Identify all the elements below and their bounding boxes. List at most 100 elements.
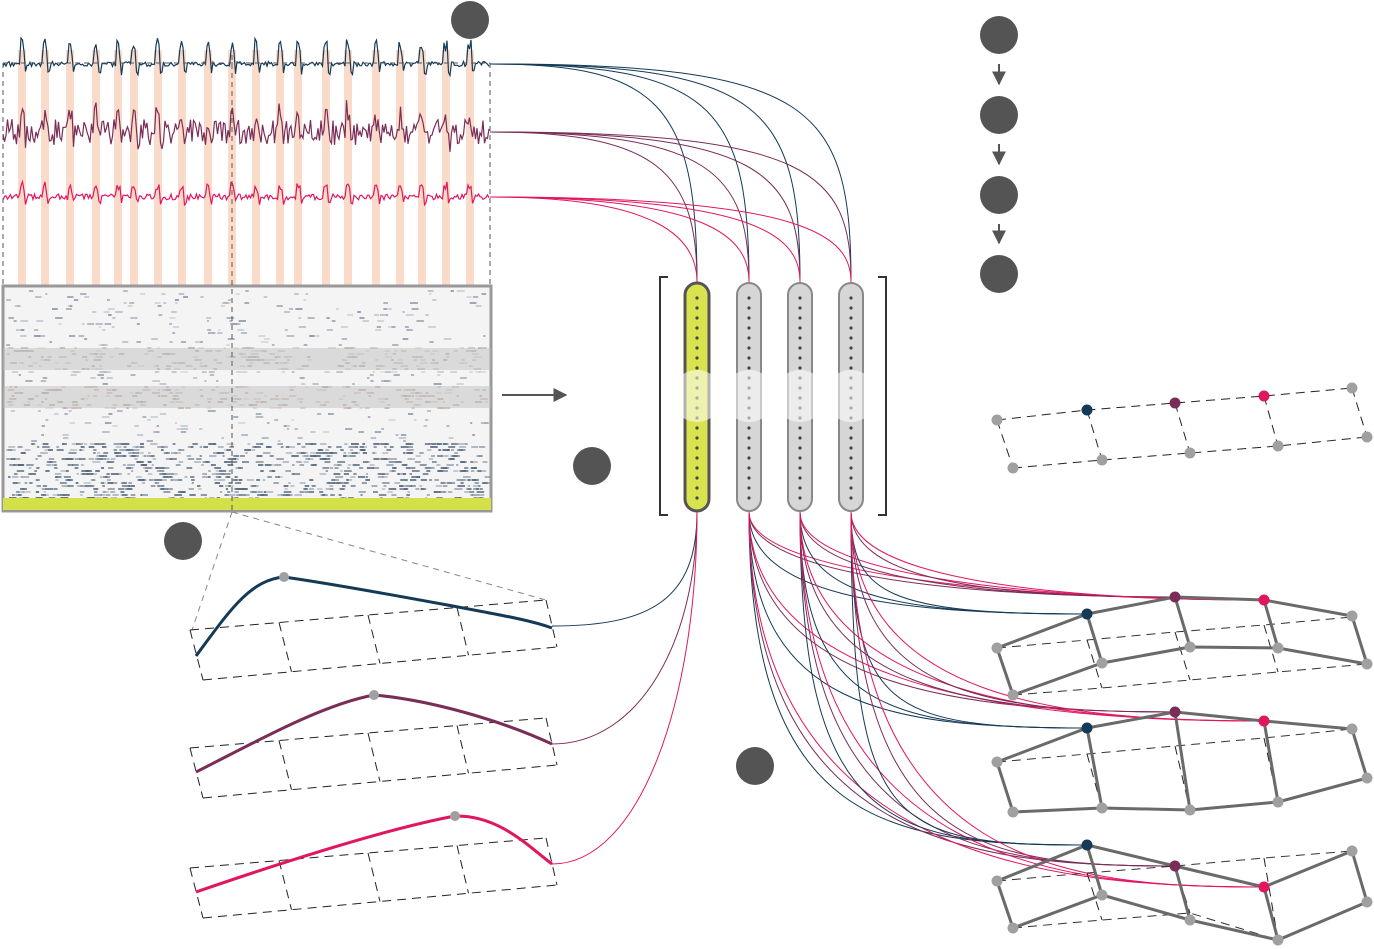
graph-node	[1361, 658, 1373, 670]
heatmap-cell	[31, 440, 37, 442]
heatmap-cell	[247, 443, 251, 445]
heatmap-cell	[145, 470, 149, 472]
heatmap-cell	[383, 485, 387, 487]
heatmap-cell	[123, 290, 128, 292]
heatmap-cell	[316, 488, 323, 490]
heatmap-cell	[240, 488, 248, 490]
heatmap-cell	[224, 461, 231, 463]
heatmap-cell	[171, 311, 177, 313]
heatmap-cell	[52, 494, 59, 496]
graph-panel-reference	[991, 382, 1373, 474]
heatmap-cell	[373, 446, 377, 448]
heatmap-cell	[88, 458, 95, 460]
heatmap-cell	[467, 347, 476, 349]
heatmap-cell	[148, 479, 154, 481]
heatmap-cell	[343, 455, 347, 457]
vector-dot	[747, 316, 751, 320]
heatmap-cell	[54, 464, 57, 466]
vector-dot	[747, 426, 751, 430]
heatmap-cell	[13, 473, 18, 475]
heatmap-cell	[281, 494, 289, 496]
heatmap-cell	[156, 425, 159, 427]
heatmap-cell	[108, 413, 113, 415]
heatmap-cell	[262, 479, 266, 481]
heatmap-cell	[98, 443, 106, 445]
vector-dot	[747, 306, 751, 310]
connector-graph	[799, 511, 1265, 601]
step-3	[980, 176, 1018, 214]
heatmap-cell	[243, 398, 249, 400]
heatmap-cell	[45, 470, 50, 472]
heatmap-cell	[287, 359, 290, 361]
heatmap-cell	[247, 365, 253, 367]
heatmap-cell	[428, 443, 436, 445]
heatmap-cell	[163, 476, 172, 478]
heatmap-cell	[448, 446, 456, 448]
heatmap-cell	[258, 464, 264, 466]
heatmap-cell	[420, 479, 427, 481]
connector-graph	[850, 511, 1176, 713]
heatmap-cell	[296, 452, 304, 454]
heatmap-cell	[423, 425, 428, 427]
vector-dot	[695, 476, 699, 480]
curve-grid-rung	[456, 845, 469, 894]
curve-grid-rung	[545, 837, 558, 886]
heatmap-cell	[175, 392, 183, 394]
heatmap-cell	[28, 356, 32, 358]
heatmap-cell	[437, 407, 442, 409]
curve-grid-rung	[367, 732, 381, 782]
heatmap-cell	[177, 479, 183, 481]
heatmap-cell	[353, 473, 357, 475]
heatmap-cell	[459, 362, 468, 364]
heatmap-cell	[37, 347, 46, 349]
heatmap-cell	[403, 452, 406, 454]
heatmap-cell	[415, 392, 423, 394]
heatmap-cell	[276, 407, 282, 409]
heatmap-cell	[233, 455, 240, 457]
heatmap-cell	[227, 473, 232, 475]
heatmap-cell	[464, 467, 469, 469]
heatmap-cell	[200, 296, 204, 298]
heatmap-cell	[58, 356, 67, 358]
heatmap-cell	[362, 320, 369, 322]
heatmap-cell	[151, 455, 154, 457]
heatmap-cell	[48, 389, 57, 391]
heatmap-cell	[410, 392, 418, 394]
heatmap-cell	[457, 449, 464, 451]
vector-dot	[798, 366, 802, 370]
heatmap-cell	[241, 434, 249, 436]
vector-dot	[695, 456, 699, 460]
spike-band	[66, 50, 74, 510]
spike-band	[114, 50, 122, 510]
heatmap-cell	[228, 299, 232, 301]
heatmap-cell	[352, 383, 355, 385]
heatmap-cell	[347, 464, 352, 466]
heatmap-cell	[143, 479, 147, 481]
heatmap-cell	[21, 362, 25, 364]
heatmap-cell	[78, 458, 85, 460]
heatmap-cell	[257, 443, 263, 445]
heatmap-cell	[174, 368, 181, 370]
heatmap-cell	[454, 452, 459, 454]
heatmap-cell	[273, 482, 279, 484]
heatmap-cell	[68, 452, 77, 454]
heatmap-cell	[425, 392, 429, 394]
bracket-right	[878, 276, 887, 516]
heatmap-cell	[206, 320, 209, 322]
heatmap-cell	[119, 449, 127, 451]
heatmap-cell	[362, 443, 366, 445]
curve-grid-rung	[545, 717, 558, 766]
heatmap-cell	[373, 452, 377, 454]
heatmap-cell	[94, 458, 99, 460]
heatmap-cell	[238, 320, 246, 322]
heatmap-cell	[380, 458, 388, 460]
heatmap-cell	[200, 395, 204, 397]
vector-dot	[849, 496, 853, 500]
step-flow	[980, 16, 1018, 293]
heatmap-cell	[255, 461, 264, 463]
vector-dot	[849, 486, 853, 490]
heatmap-cell	[223, 347, 227, 349]
heatmap-cell	[131, 485, 135, 487]
heatmap-cell	[310, 443, 317, 445]
heatmap-cell	[465, 350, 473, 352]
